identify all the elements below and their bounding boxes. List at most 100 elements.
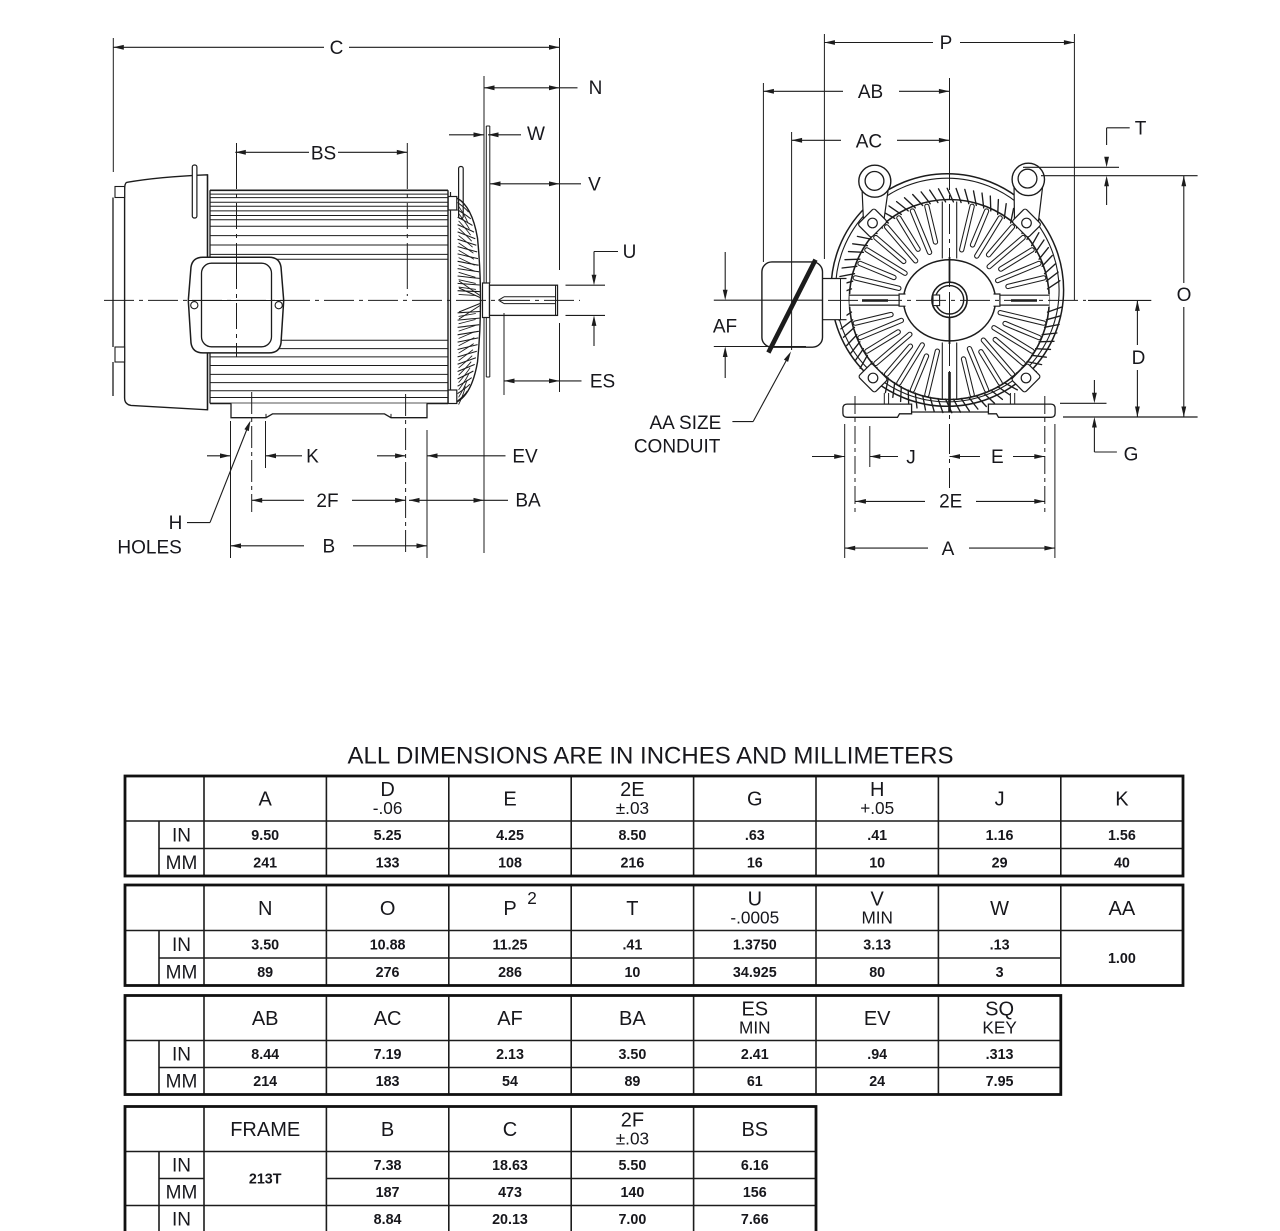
svg-text:183: 183	[376, 1074, 400, 1090]
svg-text:SQ: SQ	[985, 999, 1014, 1021]
svg-text:MIN: MIN	[861, 907, 893, 927]
svg-text:±.03: ±.03	[616, 1129, 649, 1149]
svg-text:140: 140	[620, 1185, 644, 1201]
svg-text:AB: AB	[252, 1008, 279, 1030]
svg-text:18.63: 18.63	[492, 1158, 528, 1174]
svg-text:W: W	[990, 898, 1009, 920]
svg-text:1.16: 1.16	[986, 828, 1014, 844]
svg-text:+.05: +.05	[860, 798, 894, 818]
svg-text:ES: ES	[741, 999, 768, 1021]
svg-text:.41: .41	[867, 828, 887, 844]
svg-text:W: W	[527, 124, 545, 145]
svg-text:J: J	[906, 448, 916, 469]
svg-text:BS: BS	[311, 144, 336, 165]
svg-text:±.03: ±.03	[616, 798, 649, 818]
svg-text:B: B	[381, 1119, 394, 1141]
svg-text:6.16: 6.16	[741, 1158, 769, 1174]
svg-text:O: O	[1177, 285, 1192, 306]
svg-text:2E: 2E	[939, 492, 962, 513]
svg-text:IN: IN	[172, 1045, 191, 1066]
svg-text:-.0005: -.0005	[730, 907, 779, 927]
svg-text:N: N	[589, 78, 603, 99]
svg-text:5.25: 5.25	[374, 828, 402, 844]
svg-text:ALL DIMENSIONS ARE IN INCHES A: ALL DIMENSIONS ARE IN INCHES AND MILLIME…	[348, 742, 954, 769]
svg-text:2F: 2F	[621, 1110, 644, 1132]
svg-text:214: 214	[253, 1074, 277, 1090]
svg-text:C: C	[330, 38, 344, 59]
svg-text:E: E	[503, 789, 516, 811]
svg-text:1.56: 1.56	[1108, 828, 1136, 844]
svg-text:E: E	[991, 447, 1004, 468]
svg-text:.13: .13	[990, 937, 1010, 953]
svg-text:H: H	[870, 779, 884, 801]
svg-text:4.25: 4.25	[496, 828, 524, 844]
svg-text:10: 10	[869, 855, 885, 871]
svg-text:7.00: 7.00	[618, 1212, 646, 1228]
svg-text:V: V	[871, 888, 885, 910]
svg-text:-.06: -.06	[373, 798, 403, 818]
svg-text:2.41: 2.41	[741, 1047, 769, 1063]
svg-text:29: 29	[992, 855, 1008, 871]
svg-text:2.13: 2.13	[496, 1047, 524, 1063]
svg-text:O: O	[380, 898, 396, 920]
svg-text:7.19: 7.19	[374, 1047, 402, 1063]
svg-text:20.13: 20.13	[492, 1212, 528, 1228]
svg-text:IN: IN	[172, 1210, 191, 1231]
svg-text:24: 24	[869, 1074, 885, 1090]
svg-text:7.95: 7.95	[986, 1074, 1014, 1090]
svg-text:241: 241	[253, 855, 277, 871]
svg-text:.63: .63	[745, 828, 765, 844]
svg-text:T: T	[1135, 119, 1147, 140]
svg-text:2E: 2E	[620, 779, 644, 801]
svg-text:C: C	[503, 1119, 517, 1141]
svg-text:IN: IN	[172, 935, 191, 956]
svg-text:.94: .94	[867, 1047, 887, 1063]
svg-text:A: A	[942, 539, 955, 560]
svg-text:BA: BA	[619, 1008, 646, 1030]
svg-text:286: 286	[498, 965, 522, 981]
svg-text:108: 108	[498, 855, 522, 871]
svg-text:IN: IN	[172, 825, 191, 846]
svg-text:D: D	[1132, 348, 1146, 369]
svg-text:AF: AF	[713, 317, 737, 338]
svg-text:MM: MM	[166, 853, 198, 874]
svg-text:9.50: 9.50	[251, 828, 279, 844]
svg-text:156: 156	[743, 1185, 767, 1201]
svg-text:40: 40	[1114, 855, 1130, 871]
svg-text:.313: .313	[986, 1047, 1014, 1063]
svg-text:K: K	[306, 447, 319, 468]
svg-text:473: 473	[498, 1185, 522, 1201]
svg-text:54: 54	[502, 1074, 518, 1090]
svg-text:AF: AF	[497, 1008, 523, 1030]
svg-text:.41: .41	[622, 937, 642, 953]
svg-text:16: 16	[747, 855, 763, 871]
svg-text:P: P	[940, 33, 953, 54]
svg-text:U: U	[623, 242, 637, 263]
svg-text:K: K	[1115, 789, 1129, 811]
svg-text:80: 80	[869, 965, 885, 981]
svg-text:133: 133	[376, 855, 400, 871]
svg-text:CONDUIT: CONDUIT	[634, 437, 721, 458]
svg-text:AC: AC	[856, 132, 882, 153]
svg-text:187: 187	[376, 1185, 400, 1201]
svg-text:G: G	[747, 789, 763, 811]
svg-text:213T: 213T	[249, 1172, 282, 1188]
svg-text:2: 2	[527, 888, 537, 908]
svg-text:P: P	[503, 898, 516, 920]
svg-text:FRAME: FRAME	[230, 1119, 300, 1141]
svg-text:34.925: 34.925	[733, 965, 777, 981]
svg-text:3.13: 3.13	[863, 937, 891, 953]
svg-text:U: U	[748, 888, 762, 910]
svg-text:A: A	[259, 789, 273, 811]
svg-text:HOLES: HOLES	[117, 538, 181, 559]
svg-text:BA: BA	[515, 491, 541, 512]
svg-text:MIN: MIN	[739, 1018, 771, 1038]
svg-text:2F: 2F	[316, 491, 338, 512]
svg-text:N: N	[258, 898, 272, 920]
svg-text:ES: ES	[590, 372, 615, 393]
svg-text:10.88: 10.88	[370, 937, 406, 953]
svg-text:3.50: 3.50	[251, 937, 279, 953]
svg-text:8.50: 8.50	[618, 828, 646, 844]
svg-text:3.50: 3.50	[618, 1047, 646, 1063]
svg-text:3: 3	[996, 965, 1004, 981]
